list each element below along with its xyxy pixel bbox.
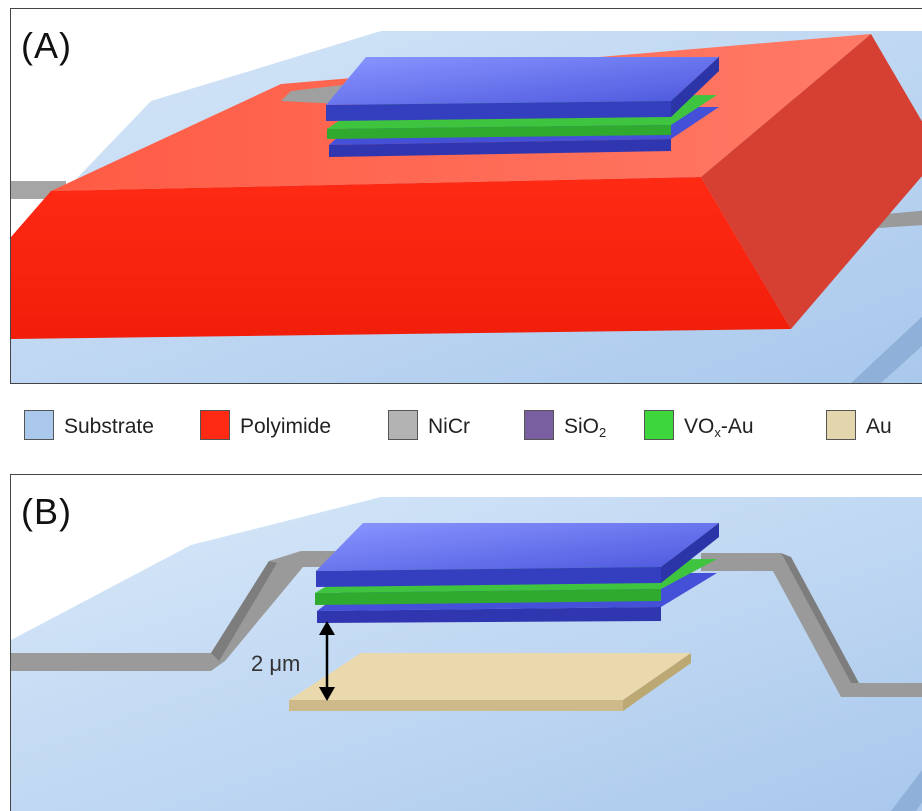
- panel-b: 2 μm (B): [10, 474, 922, 811]
- panel-a: (A): [10, 8, 922, 384]
- bolometer-stack-a: [326, 57, 719, 157]
- legend-label: Polyimide: [240, 415, 332, 438]
- panel-a-illustration: [11, 31, 922, 383]
- au-reflector: [289, 653, 691, 711]
- bolometer-stack-b: [315, 523, 719, 623]
- legend-swatch: [826, 410, 856, 440]
- legend-swatch: [388, 410, 418, 440]
- legend: Substrate Polyimide NiCr SiO2 VOx-Au Au: [24, 408, 922, 448]
- polyimide-front: [11, 177, 791, 339]
- legend-swatch: [24, 410, 54, 440]
- legend-swatch: [524, 410, 554, 440]
- legend-label: VOx-Au: [684, 415, 754, 440]
- legend-swatch: [644, 410, 674, 440]
- nicr-lead-right-b: [701, 553, 922, 697]
- legend-label: Substrate: [64, 415, 154, 438]
- legend-label: Au: [866, 415, 892, 438]
- legend-label: NiCr: [428, 415, 470, 438]
- panel-a-label: (A): [21, 25, 72, 66]
- panel-b-illustration: 2 μm: [11, 497, 922, 811]
- polyimide-side: [701, 34, 922, 329]
- legend-swatch: [200, 410, 230, 440]
- gap-arrow: [319, 621, 335, 701]
- substrate-edge: [851, 316, 922, 383]
- panel-b-label: (B): [21, 491, 72, 532]
- sio2-top-layer: [326, 57, 719, 105]
- gap-label: 2 μm: [251, 651, 300, 676]
- legend-label: SiO2: [564, 415, 607, 440]
